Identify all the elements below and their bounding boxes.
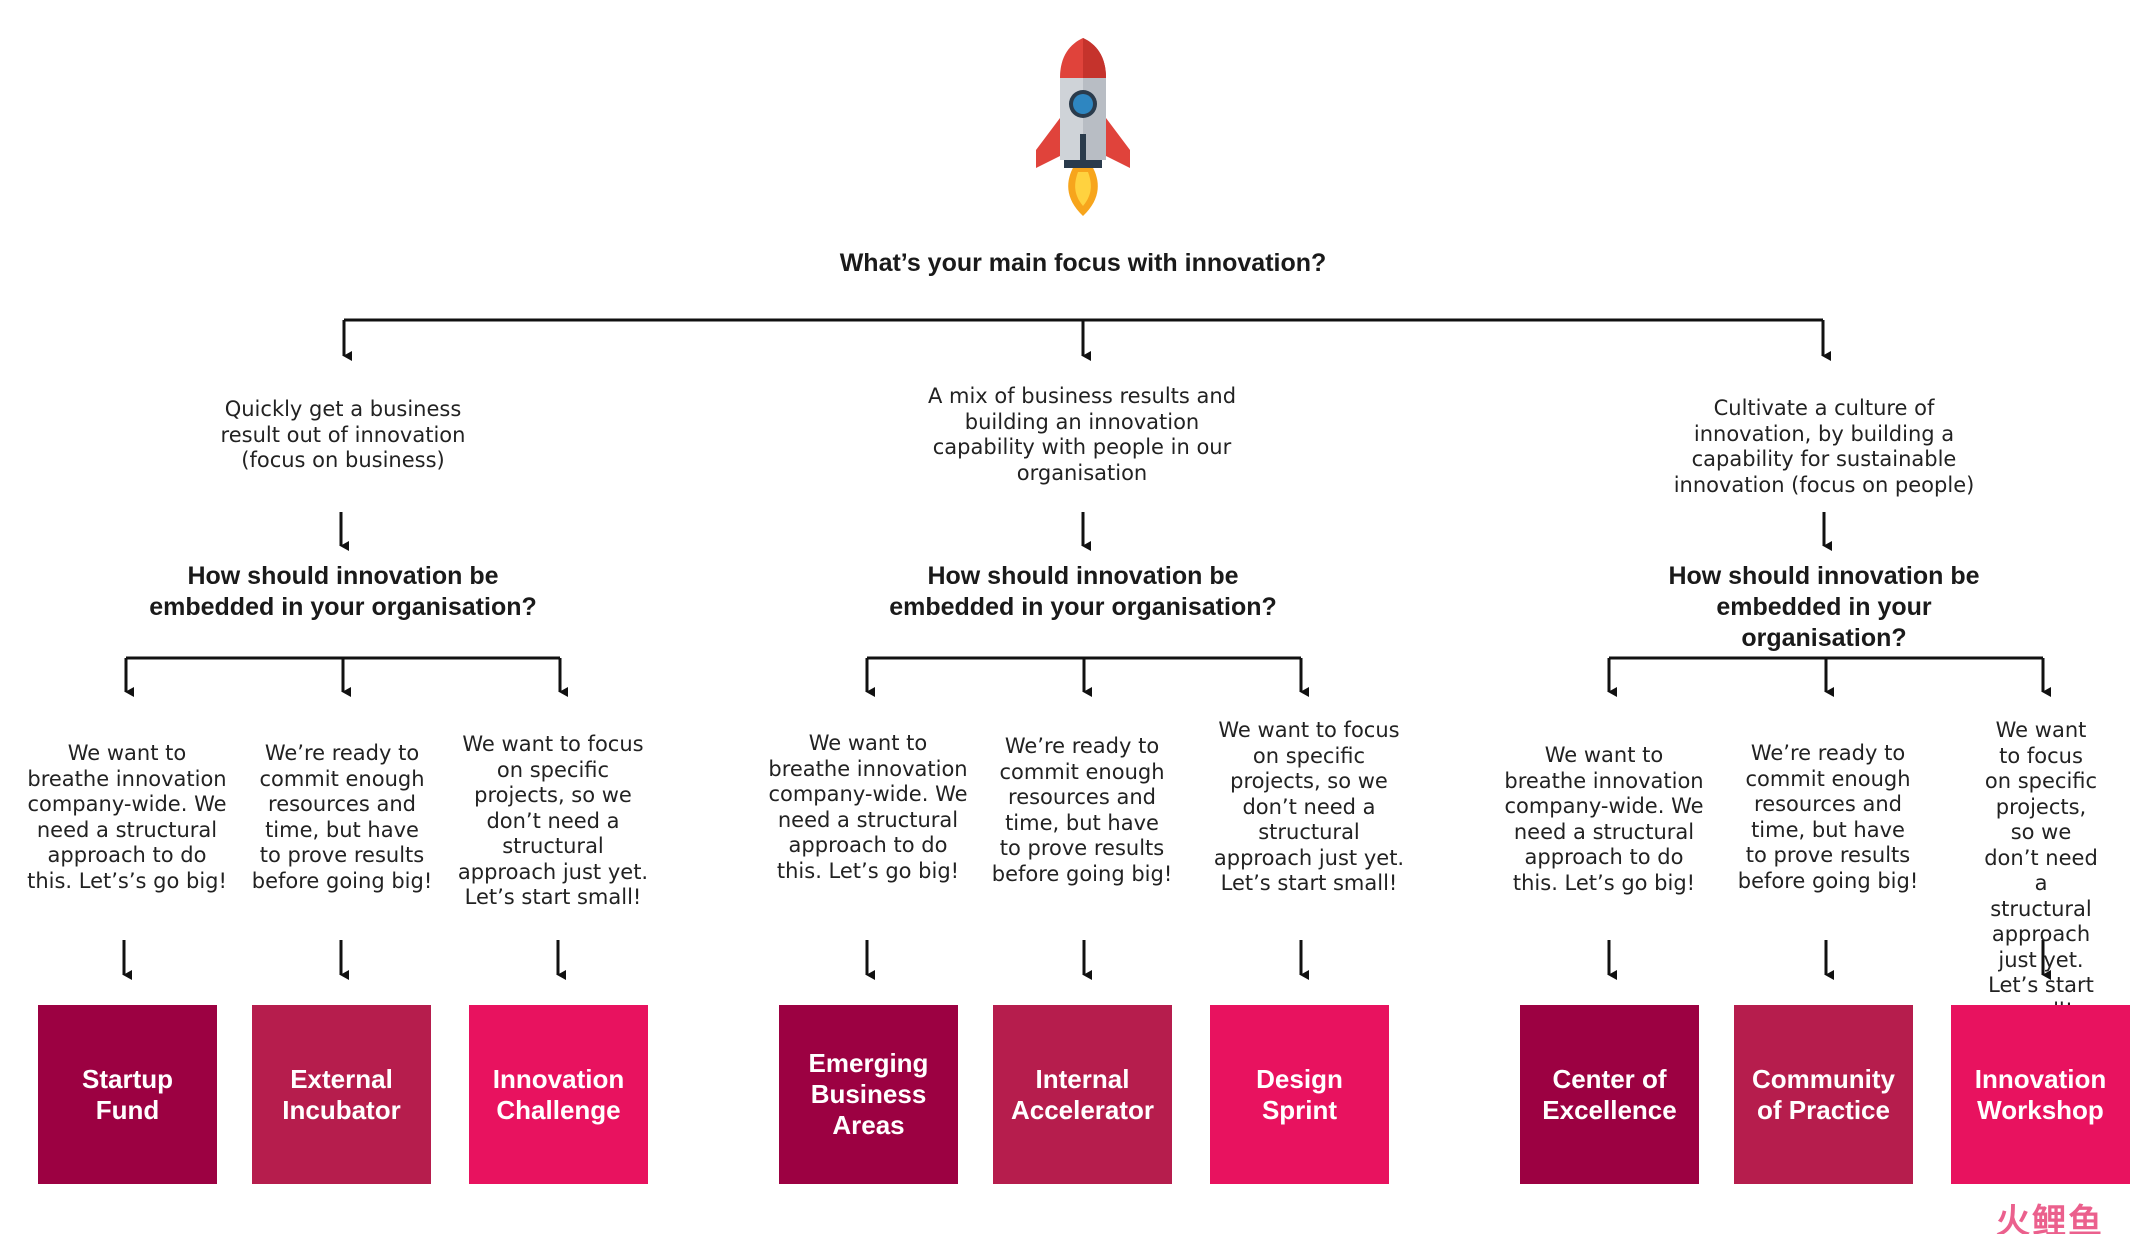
option-text: We want to breathe innovation company-wi… [1504,743,1704,895]
option-text: We want to focus on specific projects, s… [457,732,649,909]
root-question: What’s your main focus with innovation? [839,249,1327,277]
option-text: We’re ready to commit enough resources a… [1737,741,1919,893]
result-center-of-excellence: Center of Excellence [1520,1005,1699,1184]
branch-3-focus: Cultivate a culture of innovation, by bu… [1673,396,1975,497]
result-external-incubator: External Incubator [252,1005,431,1184]
option-text: We’re ready to commit enough resources a… [251,741,433,893]
branch-3-question: How should innovation be embedded in you… [1668,562,1980,652]
result-innovation-workshop: Innovation Workshop [1951,1005,2130,1184]
result-emerging-business-areas: Emerging Business Areas [779,1005,958,1184]
result-innovation-challenge: Innovation Challenge [469,1005,648,1184]
option-text: We’re ready to commit enough resources a… [991,734,1173,886]
result-internal-accelerator: Internal Accelerator [993,1005,1172,1184]
result-design-sprint: Design Sprint [1210,1005,1389,1184]
watermark-logo: 火鲤鱼 [1996,1202,2104,1234]
result-community-of-practice: Community of Practice [1734,1005,1913,1184]
result-startup-fund: Startup Fund [38,1005,217,1184]
branch-1-question: How should innovation be embedded in you… [149,562,537,621]
branch-2-question: How should innovation be embedded in you… [889,562,1277,621]
branch-1-focus: Quickly get a business result out of inn… [220,397,466,472]
option-text: We want to focus on specific projects, s… [1984,718,2098,1023]
option-text: We want to breathe innovation company-wi… [27,741,227,893]
rocket-icon [1036,38,1130,216]
option-text: We want to focus on specific projects, s… [1213,718,1405,895]
option-text: We want to breathe innovation company-wi… [768,731,968,883]
branch-2-focus: A mix of business results and building a… [927,384,1237,485]
